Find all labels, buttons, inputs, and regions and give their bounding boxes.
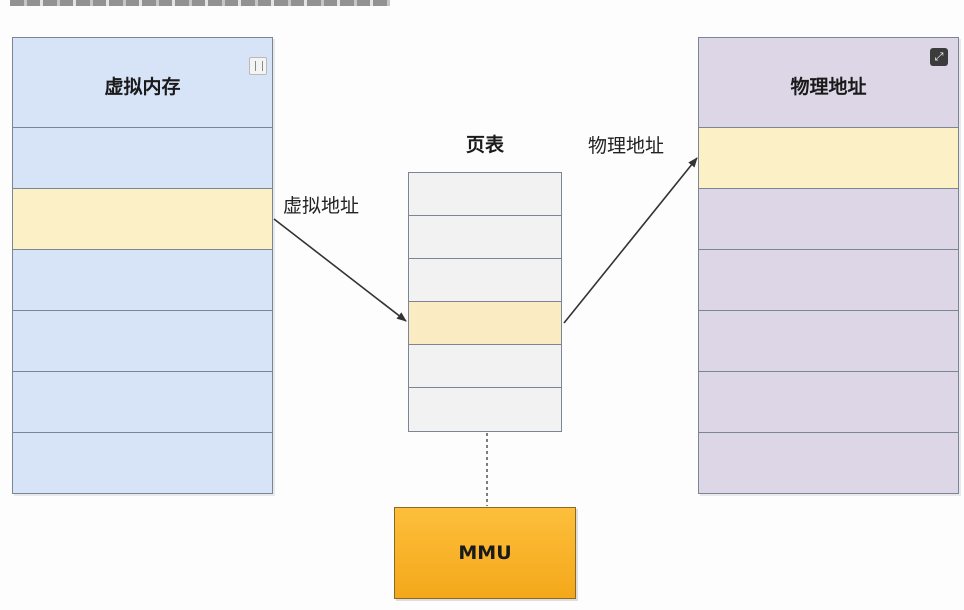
virtual-memory-row-divider	[13, 432, 272, 433]
physical-memory-row-divider	[699, 249, 958, 250]
virtual-memory-row-divider	[13, 310, 272, 311]
page-table	[408, 172, 562, 432]
virtual-memory-highlighted-page	[13, 188, 272, 250]
virtual-address-label: 虚拟地址	[283, 195, 360, 217]
mmu-box: MMU	[394, 507, 576, 599]
page-table-entry	[409, 259, 561, 302]
column-toggle-icon[interactable]	[249, 57, 267, 75]
physical-address-label: 物理地址	[588, 135, 665, 157]
page-table-title: 页表	[465, 134, 504, 156]
page-table-entry	[409, 216, 561, 259]
page-table-entry-highlighted	[409, 302, 561, 345]
page-table-entry	[409, 388, 561, 430]
physical-memory-row-divider	[699, 371, 958, 372]
physical-memory-highlighted-frame	[699, 127, 958, 189]
page-table-entry	[409, 345, 561, 388]
mmu-label: MMU	[458, 542, 512, 564]
virtual-memory-row-divider	[13, 127, 272, 128]
virtual-memory-column: 虚拟内存	[12, 37, 273, 494]
virtual-to-page-table-arrow	[273, 218, 407, 322]
page-table-entry	[409, 173, 561, 216]
physical-memory-column: 物理地址	[698, 37, 959, 494]
physical-memory-row-divider	[699, 310, 958, 311]
physical-memory-row-divider	[699, 432, 958, 433]
page-table-to-physical-arrow	[563, 157, 698, 324]
cropped-caption-strip	[10, 0, 390, 6]
virtual-memory-row-divider	[13, 371, 272, 372]
physical-memory-title: 物理地址	[790, 76, 867, 98]
fullscreen-icon[interactable]: ⤢	[930, 48, 948, 66]
virtual-memory-title: 虚拟内存	[104, 76, 181, 98]
